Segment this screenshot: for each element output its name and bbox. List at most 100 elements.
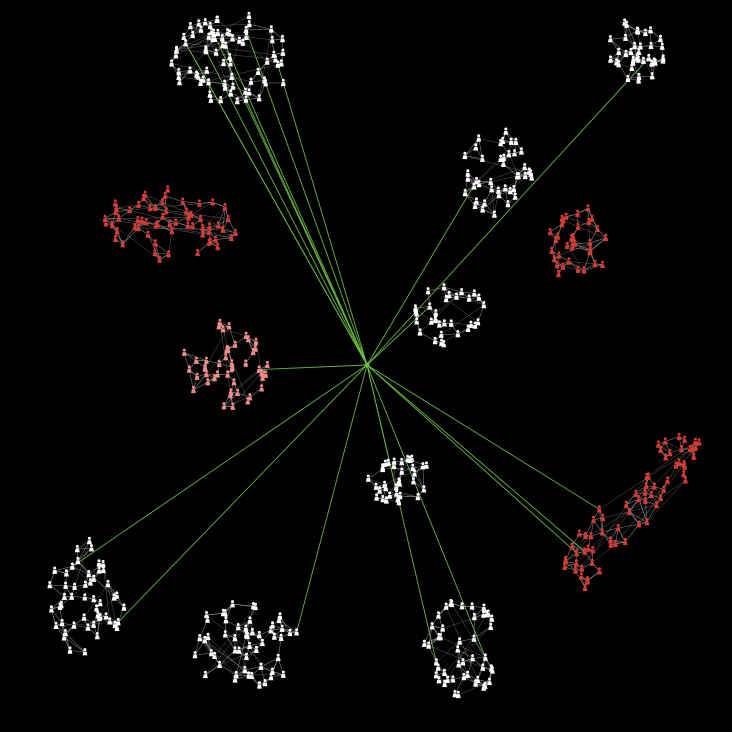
- person-node-icon: [625, 74, 631, 82]
- person-node-icon: [421, 639, 427, 647]
- person-node-icon: [484, 610, 489, 618]
- cluster-edge: [602, 527, 619, 533]
- person-node-icon: [632, 41, 637, 50]
- cluster-edge: [443, 286, 462, 293]
- person-node-icon: [679, 444, 684, 453]
- person-node-icon: [97, 599, 103, 607]
- cluster-edge: [184, 352, 207, 361]
- cluster-nodes: [421, 598, 495, 699]
- person-node-icon: [583, 531, 588, 540]
- person-node-icon: [682, 435, 688, 443]
- person-node-icon: [228, 388, 234, 396]
- person-node-icon: [443, 294, 449, 303]
- cluster-edge: [205, 19, 218, 23]
- person-node-icon: [689, 444, 695, 452]
- person-node-icon: [188, 22, 193, 30]
- person-node-icon: [452, 689, 458, 698]
- person-node-icon: [424, 461, 429, 469]
- person-node-icon: [215, 15, 220, 23]
- person-node-icon: [441, 339, 447, 348]
- cluster-edge: [202, 56, 230, 80]
- person-node-icon: [166, 250, 172, 258]
- cluster-edge: [193, 348, 228, 391]
- person-node-icon: [232, 646, 238, 654]
- person-node-icon: [643, 496, 648, 504]
- cluster-edge: [442, 613, 489, 629]
- cluster-edge: [464, 155, 531, 174]
- person-node-icon: [250, 627, 255, 636]
- person-node-icon: [661, 485, 667, 493]
- person-node-icon: [225, 370, 230, 378]
- person-node-icon: [573, 559, 579, 567]
- person-node-icon: [592, 259, 598, 267]
- person-node-icon: [584, 577, 590, 585]
- cluster-edge: [194, 652, 212, 656]
- person-node-icon: [589, 558, 595, 566]
- person-node-icon: [269, 35, 275, 44]
- cluster-nodes: [562, 432, 702, 591]
- person-node-icon: [232, 675, 238, 683]
- cluster-bottom-center-left: [192, 600, 299, 689]
- cluster-edge: [73, 625, 88, 628]
- person-node-icon: [696, 438, 702, 446]
- cluster-nodes: [608, 18, 666, 84]
- person-node-icon: [169, 227, 175, 235]
- cluster-edge: [72, 566, 89, 575]
- person-node-icon: [599, 528, 605, 536]
- person-node-icon: [160, 212, 165, 220]
- person-node-icon: [221, 402, 227, 410]
- cluster-edge: [464, 155, 483, 159]
- person-node-icon: [91, 620, 96, 628]
- cluster-edge: [212, 202, 226, 208]
- person-node-icon: [75, 556, 81, 565]
- cluster-edge: [411, 458, 425, 490]
- person-node-icon: [655, 440, 661, 448]
- person-node-icon: [421, 485, 427, 493]
- person-node-icon: [506, 149, 512, 158]
- person-node-icon: [608, 55, 613, 63]
- person-node-icon: [250, 347, 256, 356]
- person-node-icon: [642, 488, 648, 496]
- person-node-icon: [481, 603, 487, 611]
- person-node-icon: [173, 51, 179, 59]
- person-node-icon: [623, 33, 628, 41]
- person-node-icon: [222, 202, 228, 211]
- person-node-icon: [197, 199, 202, 207]
- person-node-icon: [227, 52, 233, 61]
- person-node-icon: [81, 613, 87, 621]
- cluster-edge: [259, 629, 271, 636]
- cluster-edge: [205, 664, 220, 676]
- person-node-icon: [579, 564, 585, 572]
- person-node-icon: [103, 612, 109, 620]
- person-node-icon: [62, 592, 67, 600]
- cluster-edge: [484, 171, 530, 204]
- person-node-icon: [469, 602, 475, 610]
- cluster-edge: [214, 606, 256, 656]
- person-node-icon: [470, 654, 475, 662]
- person-node-icon: [648, 26, 653, 34]
- person-node-icon: [246, 11, 252, 19]
- person-node-icon: [208, 648, 214, 657]
- person-node-icon: [608, 540, 614, 548]
- person-node-icon: [235, 388, 240, 397]
- person-node-icon: [635, 27, 641, 35]
- cluster-edge: [206, 360, 220, 365]
- person-node-icon: [67, 646, 73, 654]
- person-node-icon: [572, 239, 578, 247]
- person-node-icon: [135, 215, 141, 223]
- person-node-icon: [481, 301, 487, 309]
- cluster-edge: [77, 540, 90, 562]
- cluster-top-left: [169, 11, 286, 105]
- person-node-icon: [634, 53, 640, 61]
- person-node-icon: [595, 224, 600, 232]
- person-node-icon: [465, 169, 471, 177]
- person-node-icon: [107, 617, 113, 625]
- cluster-edge: [215, 237, 232, 240]
- person-node-icon: [461, 672, 467, 681]
- cluster-nodes: [413, 283, 487, 348]
- person-node-icon: [581, 266, 587, 274]
- person-node-icon: [234, 97, 240, 105]
- cluster-edge: [382, 467, 413, 470]
- cluster-edge: [215, 52, 250, 93]
- cluster-edge: [205, 620, 251, 676]
